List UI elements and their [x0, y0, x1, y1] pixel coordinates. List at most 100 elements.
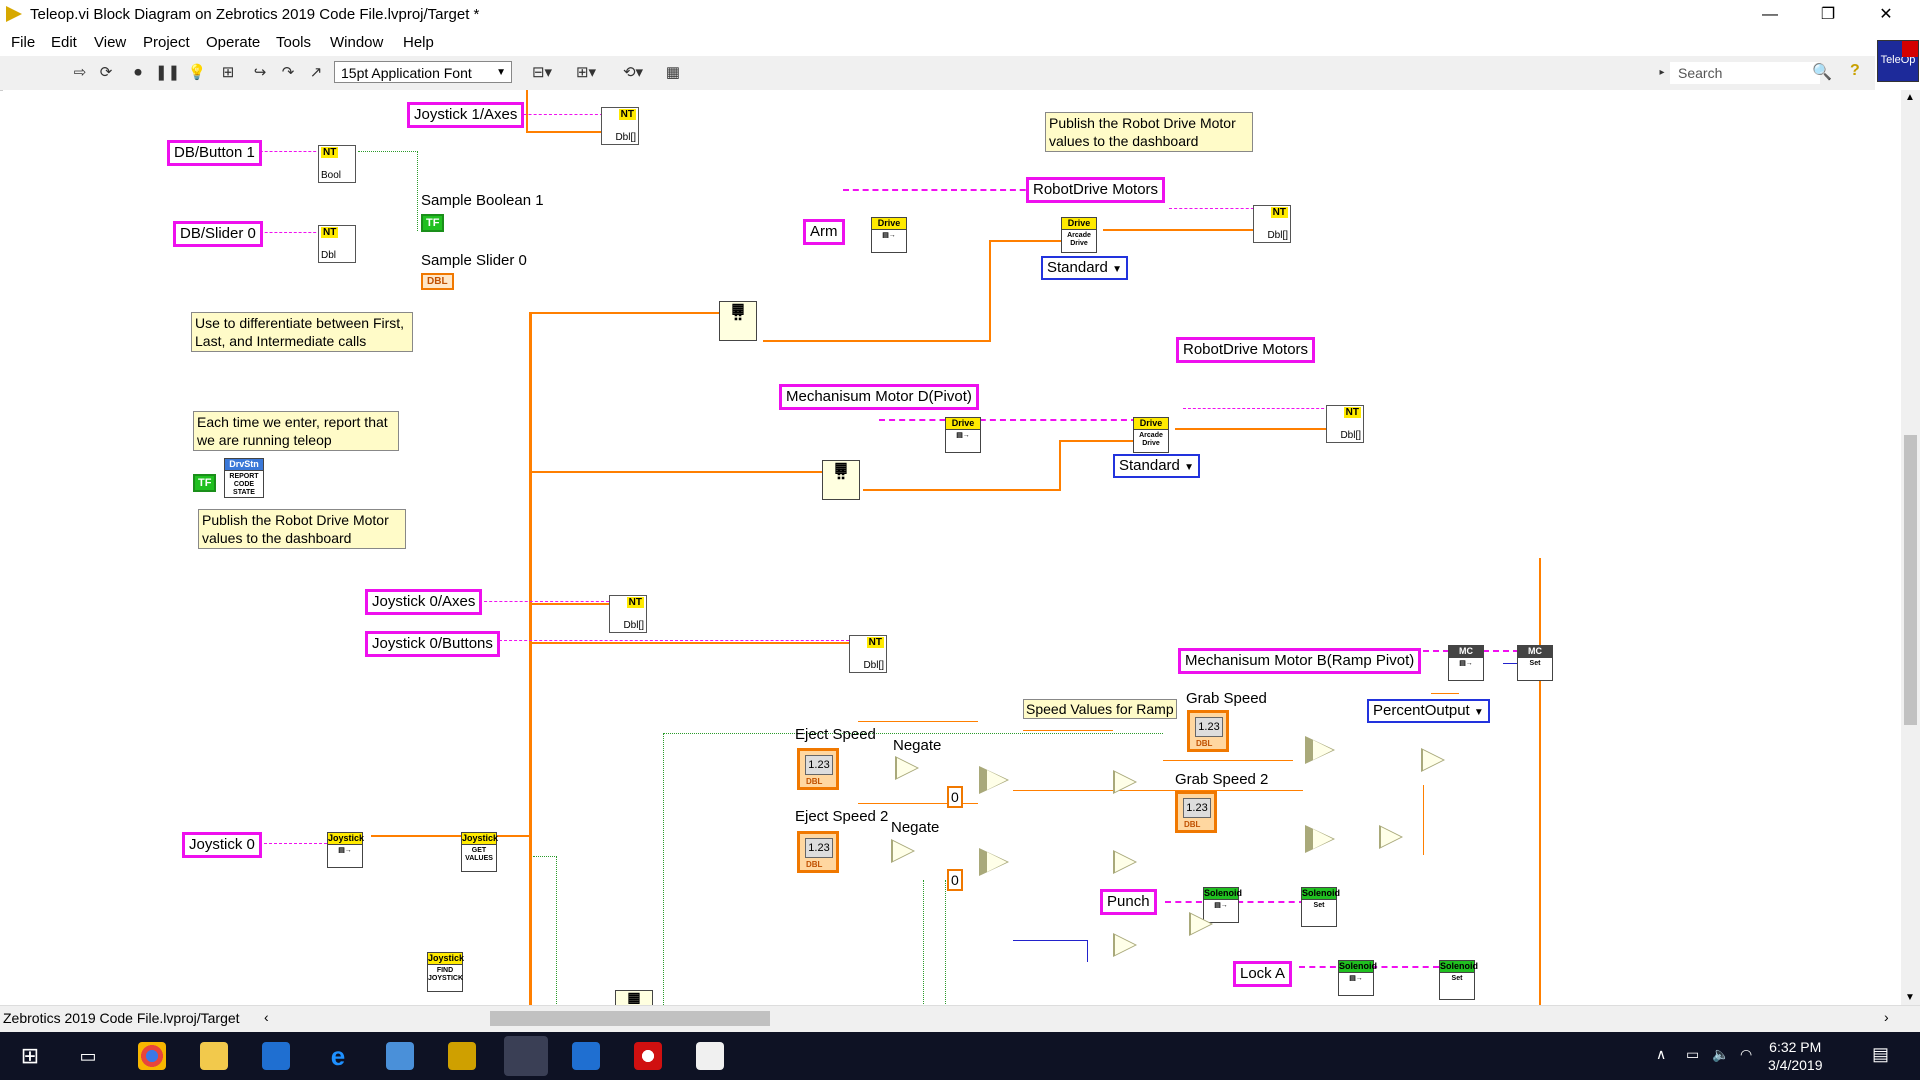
menu-view[interactable]: View	[94, 34, 127, 51]
step-over-icon[interactable]: ↷	[281, 64, 295, 81]
comment-each-time[interactable]: Each time we enter, report that we are r…	[193, 411, 399, 451]
frc-tool-icon[interactable]	[572, 1042, 600, 1070]
label-robotdrive-motors[interactable]: RobotDrive Motors	[1026, 177, 1166, 203]
step-into-icon[interactable]: ↪	[253, 64, 267, 81]
add-primitive[interactable]	[1189, 912, 1213, 936]
frc-dashboard-icon[interactable]	[696, 1042, 724, 1070]
volume-icon[interactable]: 🔈	[1712, 1046, 1730, 1062]
font-select[interactable]: 15pt Application Font▼	[334, 61, 512, 83]
task-view-icon[interactable]: ▭	[79, 1046, 97, 1066]
comment-publish-left[interactable]: Publish the Robot Drive Motor values to …	[198, 509, 406, 549]
highlight-execution-icon[interactable]: 💡	[187, 64, 207, 81]
constant-true[interactable]: TF	[193, 474, 217, 492]
distribute-objects-icon[interactable]: ⊞▾	[575, 64, 597, 81]
label-punch[interactable]: Punch	[1100, 889, 1157, 915]
unbundle-node[interactable]: ▦	[615, 990, 653, 1005]
notification-icon[interactable]: ▤	[1872, 1044, 1890, 1064]
search-icon[interactable]: 🔍	[1812, 64, 1832, 81]
label-joystick0-buttons[interactable]: Joystick 0/Buttons	[365, 631, 500, 657]
labview-project-icon[interactable]	[448, 1042, 476, 1070]
comment-publish-top[interactable]: Publish the Robot Drive Motor values to …	[1045, 112, 1253, 152]
menu-tools[interactable]: Tools	[276, 34, 312, 51]
scroll-up-icon[interactable]: ▲	[1905, 92, 1915, 103]
label-db-button1[interactable]: DB/Button 1	[167, 140, 262, 166]
minimize-button[interactable]: —	[1762, 6, 1778, 23]
start-windows-icon[interactable]: ⊞	[20, 1043, 40, 1068]
label-joystick0[interactable]: Joystick 0	[182, 832, 262, 858]
search-input[interactable]: Search	[1670, 62, 1820, 84]
restore-button[interactable]: ❐	[1820, 6, 1836, 23]
close-button[interactable]: ✕	[1879, 6, 1893, 23]
combo-standard[interactable]: Standard ▼	[1041, 256, 1128, 280]
vertical-scrollbar[interactable]: ▲ ▼	[1901, 90, 1920, 1005]
drive-open-vi[interactable]: Drive▤→	[871, 217, 907, 253]
tray-chevron-up-icon[interactable]: ∧	[1656, 1046, 1667, 1062]
menu-edit[interactable]: Edit	[51, 34, 77, 51]
negate-primitive[interactable]	[1113, 933, 1137, 957]
drive-open-vi[interactable]: Drive▤→	[945, 417, 981, 453]
run-arrow-icon[interactable]: ⇨	[73, 64, 87, 81]
menu-help[interactable]: Help	[403, 34, 434, 51]
label-db-slider0[interactable]: DB/Slider 0	[173, 221, 263, 247]
select-primitive[interactable]	[1305, 736, 1335, 764]
mc-open-vi[interactable]: MC▤→	[1448, 645, 1484, 681]
retain-wire-values-icon[interactable]: ⊞	[221, 64, 235, 81]
run-continuously-icon[interactable]: ⟳	[99, 64, 113, 81]
pause-icon[interactable]: ❚❚	[155, 64, 181, 81]
joystick-open-vi[interactable]: Joystick▤→	[327, 832, 364, 868]
maps-icon[interactable]	[262, 1042, 290, 1070]
combo-standard[interactable]: Standard ▼	[1113, 454, 1200, 478]
label-mechanisum-motor-d[interactable]: Mechanisum Motor D(Pivot)	[779, 384, 979, 410]
driver-station-icon[interactable]	[634, 1042, 662, 1070]
constant-zero[interactable]: 0	[947, 786, 963, 808]
unbundle-node[interactable]: ▦⠿	[822, 460, 860, 500]
comment-differentiate[interactable]: Use to differentiate between First, Last…	[191, 312, 413, 352]
indicator-sample-boolean[interactable]: TF	[421, 214, 445, 232]
horizontal-scroll-thumb[interactable]	[490, 1011, 770, 1026]
unbundle-node[interactable]: ▦⠿	[719, 301, 757, 341]
expand-icon[interactable]: ▸	[1659, 67, 1665, 78]
select-primitive[interactable]	[1305, 825, 1335, 853]
clean-diagram-icon[interactable]: ▦	[665, 64, 681, 81]
label-joystick1-axes[interactable]: Joystick 1/Axes	[407, 102, 525, 128]
negate-primitive[interactable]	[891, 839, 915, 863]
menu-project[interactable]: Project	[143, 34, 190, 51]
vertical-scroll-thumb[interactable]	[1904, 435, 1917, 725]
select-primitive[interactable]	[979, 766, 1009, 794]
label-arm[interactable]: Arm	[803, 219, 845, 245]
constant-zero[interactable]: 0	[947, 869, 963, 891]
combo-percent-output[interactable]: PercentOutput ▼	[1367, 699, 1490, 723]
add-primitive[interactable]	[1421, 748, 1445, 772]
label-robotdrive-motors[interactable]: RobotDrive Motors	[1176, 337, 1316, 363]
negate-primitive[interactable]	[895, 756, 919, 780]
comment-speed-values[interactable]: Speed Values for Ramp	[1023, 699, 1177, 719]
negate-primitive[interactable]	[1113, 850, 1137, 874]
scroll-down-icon[interactable]: ▼	[1905, 992, 1915, 1003]
labview-active-icon[interactable]	[504, 1036, 548, 1076]
abort-icon[interactable]: ⏺	[134, 64, 142, 81]
help-icon[interactable]: ?	[1850, 62, 1860, 79]
negate-primitive[interactable]	[1379, 825, 1403, 849]
scroll-left-icon[interactable]: ‹	[264, 1009, 269, 1025]
menu-file[interactable]: File	[11, 34, 36, 51]
battery-icon[interactable]: ▭	[1686, 1046, 1700, 1062]
system-clock[interactable]: 6:32 PM 3/4/2019	[1768, 1038, 1823, 1074]
align-objects-icon[interactable]: ⊟▾	[531, 64, 553, 81]
indicator-sample-slider[interactable]: DBL	[421, 273, 454, 290]
chrome-icon[interactable]	[138, 1042, 166, 1070]
